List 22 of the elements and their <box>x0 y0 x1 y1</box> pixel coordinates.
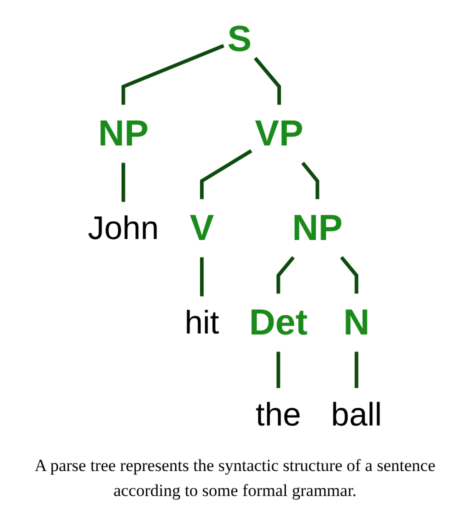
category-label: NP <box>98 113 149 154</box>
tree-branch <box>254 56 282 104</box>
category-label: N <box>343 302 370 342</box>
word-label: the <box>256 394 302 432</box>
tree-branch <box>354 351 358 388</box>
tree-branch <box>122 44 224 104</box>
word-label: John <box>88 208 159 246</box>
category-label: Det <box>249 302 308 342</box>
word-label: hit <box>184 303 220 340</box>
tree-branch <box>276 256 295 294</box>
tree-branch <box>276 351 280 388</box>
tree-branch <box>340 256 358 294</box>
caption: A parse tree represents the syntactic structure of a sentence according to some formal grammar. <box>34 455 436 502</box>
tree-branch <box>122 162 126 202</box>
category-label: VP <box>255 113 304 154</box>
word-label: ball <box>331 394 382 432</box>
category-label: NP <box>292 208 343 248</box>
category-label: S <box>227 18 252 59</box>
tree-branch <box>200 256 204 296</box>
tree-branch <box>200 148 252 199</box>
category-label: V <box>190 208 214 248</box>
tree-branch <box>301 161 320 199</box>
